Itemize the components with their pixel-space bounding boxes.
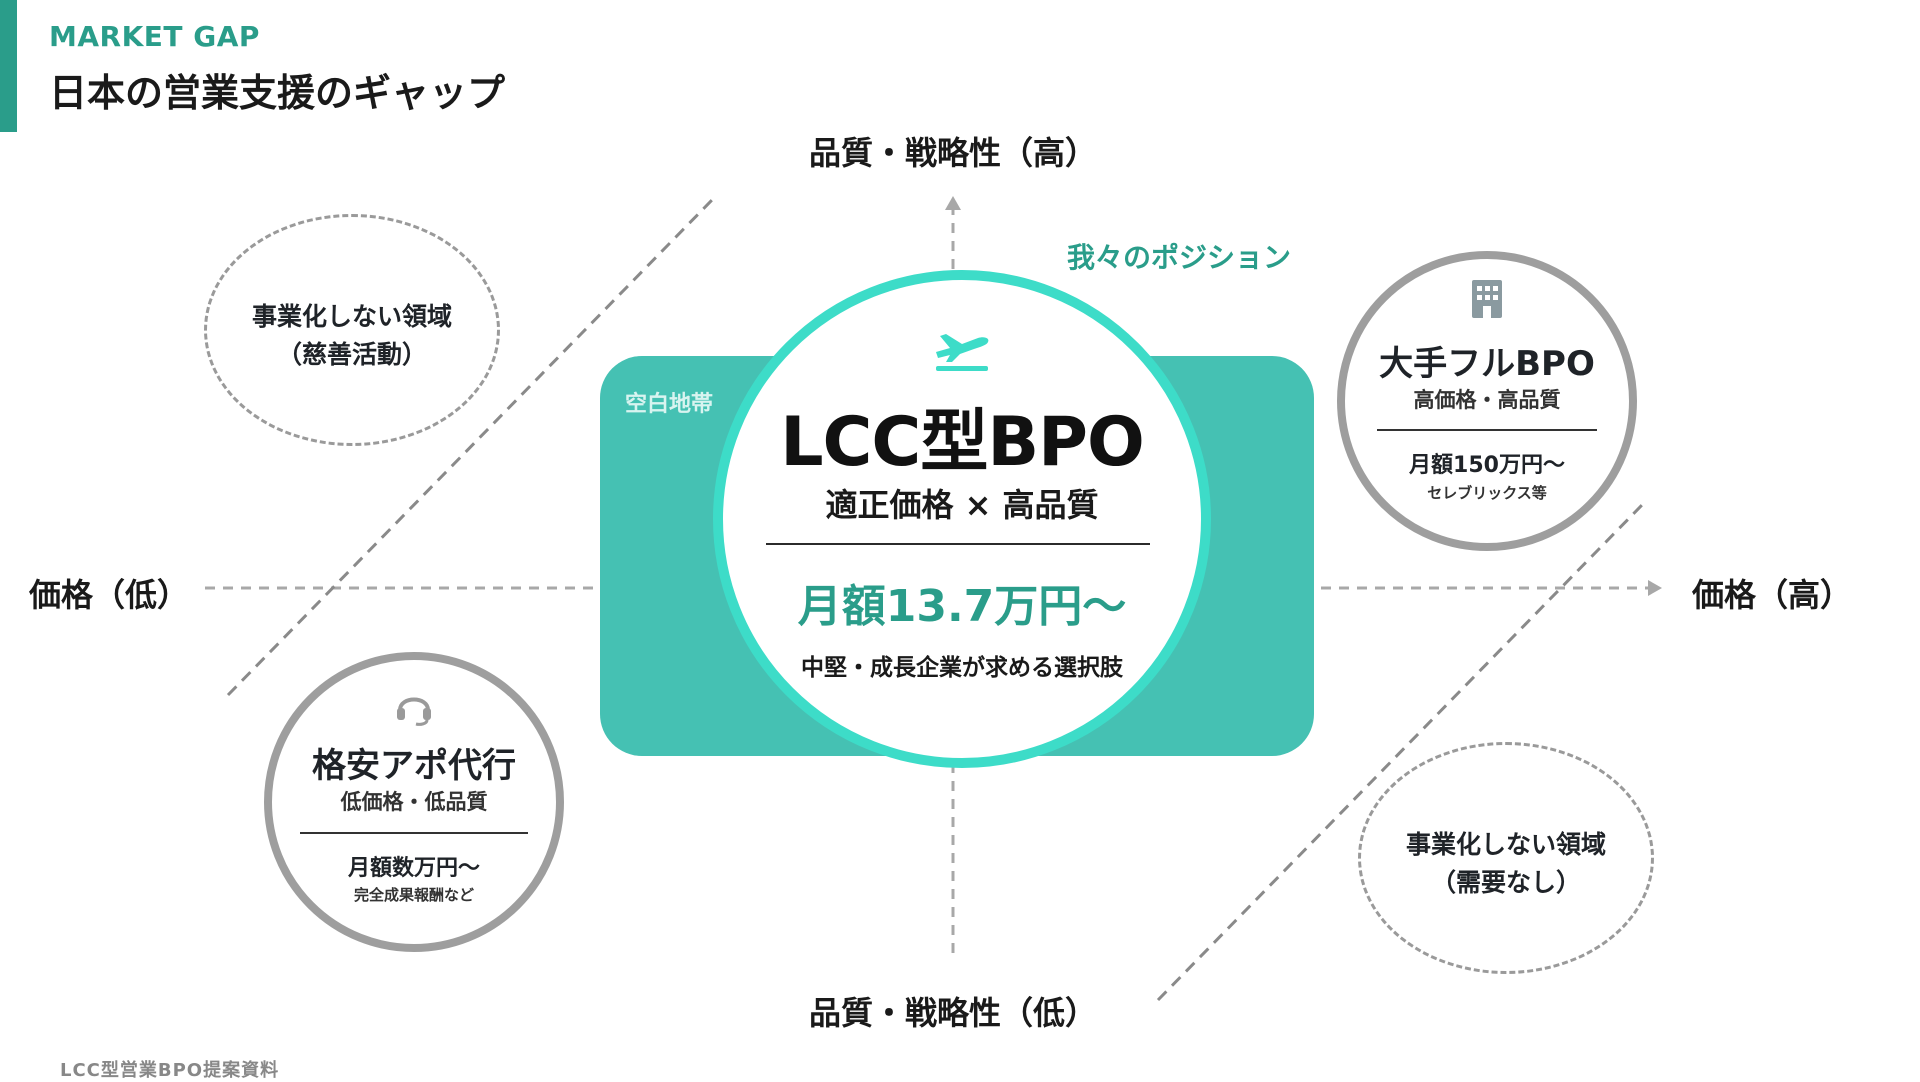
bottom-right-line2: （需要なし）	[1430, 868, 1582, 897]
airplane-icon	[930, 322, 994, 378]
top-left-line2: （慈善活動）	[276, 340, 428, 369]
bottom-left-price: 月額数万円〜	[347, 856, 481, 881]
main-title: LCC型BPO	[780, 403, 1145, 482]
top-right-sub: 高価格・高品質	[1413, 388, 1561, 412]
main-price: 月額13.7万円〜	[797, 581, 1127, 632]
axis-label-right: 価格（高）	[1692, 576, 1853, 614]
cheap-appointment-circle	[264, 652, 564, 952]
position-label: 我々のポジション	[1067, 241, 1292, 274]
section-eyebrow: MARKET GAP	[49, 20, 260, 53]
headset-icon	[394, 688, 434, 730]
lcc-bpo-circle	[713, 270, 1211, 768]
x-axis-arrow	[1648, 580, 1662, 596]
bottom-left-sub: 低価格・低品質	[340, 790, 488, 814]
bottom-left-title: 格安アポ代行	[312, 746, 516, 786]
top-right-title: 大手フルBPO	[1379, 344, 1595, 384]
non-business-area-top-left	[204, 214, 500, 446]
top-right-divider	[1377, 429, 1597, 431]
bottom-right-line1: 事業化しない領域	[1405, 830, 1607, 859]
main-subtitle: 適正価格 × 高品質	[825, 486, 1099, 524]
top-right-price: 月額150万円〜	[1409, 453, 1565, 478]
axis-label-left: 価格（低）	[29, 576, 190, 614]
blank-zone-label: 空白地帯	[625, 392, 714, 417]
diagonal-line-upper	[226, 198, 714, 697]
y-axis-arrow	[945, 196, 961, 210]
bottom-left-example: 完全成果報酬など	[353, 886, 475, 904]
top-right-example: セレブリックス等	[1427, 484, 1547, 502]
top-left-line1: 事業化しない領域	[251, 302, 453, 331]
footer-doc-title: LCC型営業BPO提案資料	[60, 1060, 280, 1081]
accent-bar	[0, 0, 17, 132]
bottom-left-divider	[300, 832, 528, 834]
page-title: 日本の営業支援のギャップ	[49, 71, 506, 115]
axis-label-top: 品質・戦略性（高）	[808, 134, 1098, 172]
main-divider	[766, 543, 1150, 545]
main-tagline: 中堅・成長企業が求める選択肢	[801, 655, 1123, 681]
axis-label-bottom: 品質・戦略性（低）	[808, 994, 1098, 1032]
diagonal-line-lower	[1156, 503, 1644, 1002]
non-business-area-bottom-right	[1358, 742, 1654, 974]
building-icon	[1472, 280, 1502, 322]
